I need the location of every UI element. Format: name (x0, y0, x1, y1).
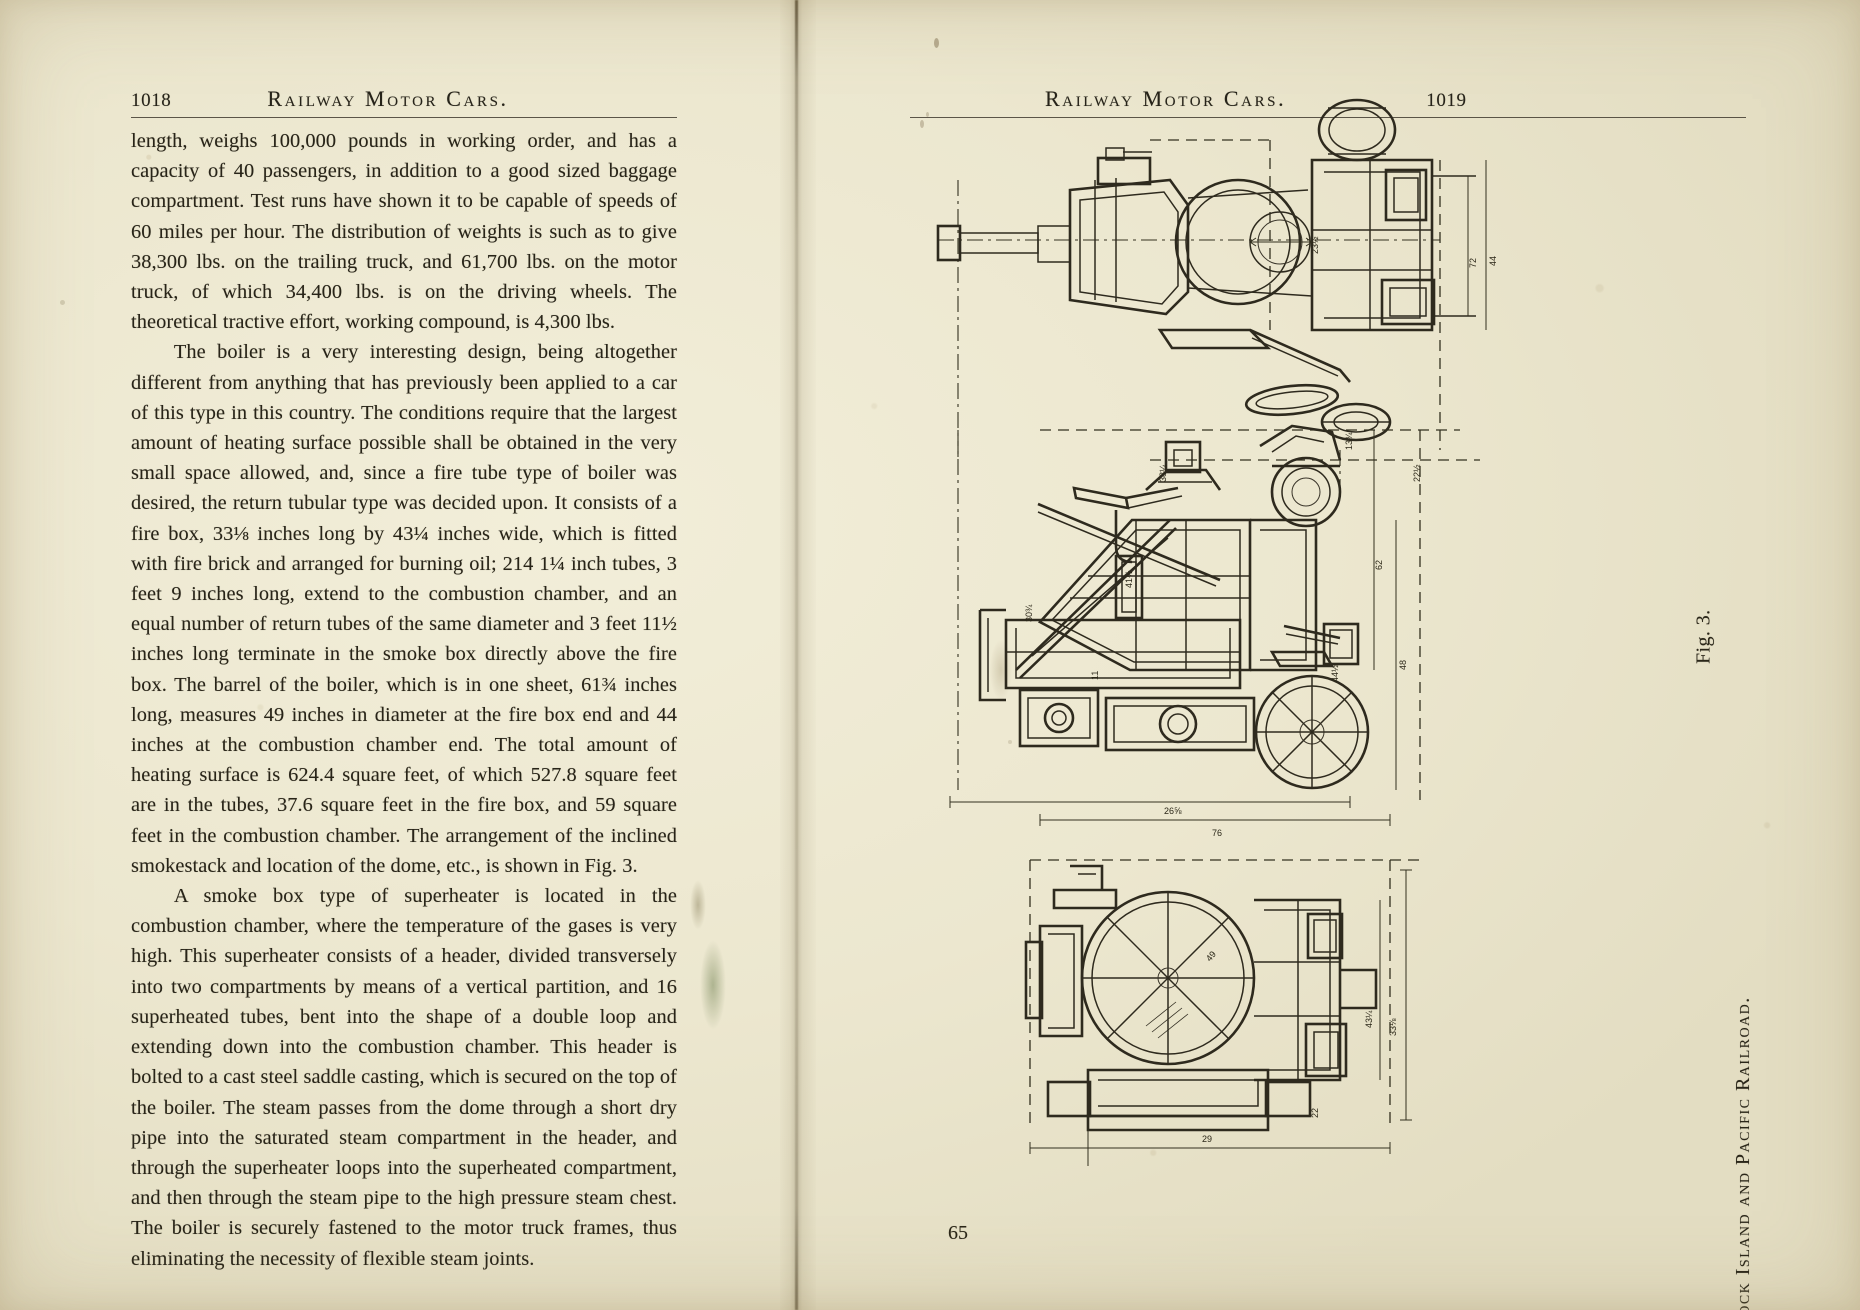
dim-label-26-625: 26⅝ (1164, 806, 1182, 816)
right-running-title: Railway Motor Cars. (1045, 86, 1287, 111)
left-running-title: Railway Motor Cars. (267, 86, 509, 111)
figure-caption: Steam Motor Truck Used on the Chicago, R… (1732, 996, 1755, 1310)
steam-motor-truck-drawing: 23½ 72 44 13¾ 22½ (936, 98, 1498, 1166)
left-folio: 1018 (131, 90, 172, 111)
figure-drawing: 23½ 72 44 13¾ 22½ (920, 30, 1580, 1180)
dim-label-43-25: 43¼ (1364, 1010, 1374, 1028)
right-page: Railway Motor Cars. 1019 65 Steam Motor … (800, 0, 1860, 1310)
right-running-head: Railway Motor Cars. 1019 (1045, 86, 1745, 112)
dim-label-76: 76 (1212, 828, 1222, 838)
right-head-rule (910, 117, 1746, 118)
signature-mark: 65 (948, 1222, 968, 1244)
dim-label-22: 22 (1310, 1108, 1320, 1118)
book-binding-line (795, 0, 798, 1310)
dim-label-29: 29 (1202, 1134, 1212, 1144)
dim-label-30-75: 30¾ (1024, 604, 1034, 622)
dim-label-41-5: 41½ (1124, 570, 1134, 588)
dim-label-23-5: 23½ (1310, 236, 1320, 254)
paragraph-3: A smoke box type of superheater is locat… (131, 885, 677, 1270)
dim-label-22-5: 22½ (1412, 464, 1422, 482)
view-side-elevation: 38¼ 62 48 41½ 30¾ 11 44½ 26⅝ 76 (949, 424, 1460, 838)
dim-label-72: 72 (1468, 258, 1478, 268)
paragraph-1: length, weighs 100,000 pounds in working… (131, 130, 677, 334)
view-end-elevation: 49 43¼ 33⅛ 22 29 (1024, 859, 1420, 1166)
dim-label-44-5: 44½ (1330, 664, 1340, 682)
figure-number: Fig. 3. (1692, 609, 1714, 664)
dim-label-38-25: 38¼ (1158, 464, 1168, 482)
dim-label-13-75: 13¾ (1344, 432, 1354, 450)
dim-label-11: 11 (1090, 671, 1100, 680)
left-page: 1018 Railway Motor Cars. length, weighs … (0, 0, 790, 1310)
left-head-rule (131, 117, 677, 118)
left-body-column: length, weighs 100,000 pounds in working… (131, 126, 677, 1274)
dim-label-33-125: 33⅛ (1388, 1018, 1398, 1036)
left-running-head: 1018 Railway Motor Cars. (131, 86, 677, 112)
right-folio: 1019 (1426, 90, 1467, 111)
dim-label-48: 48 (1398, 660, 1408, 670)
view-top-plan: 23½ 72 44 13¾ 22½ (936, 98, 1498, 500)
dim-label-62: 62 (1374, 560, 1384, 570)
dim-label-44: 44 (1488, 256, 1498, 266)
paragraph-2: The boiler is a very interesting design,… (131, 341, 677, 877)
dim-label-49: 49 (1204, 949, 1218, 963)
